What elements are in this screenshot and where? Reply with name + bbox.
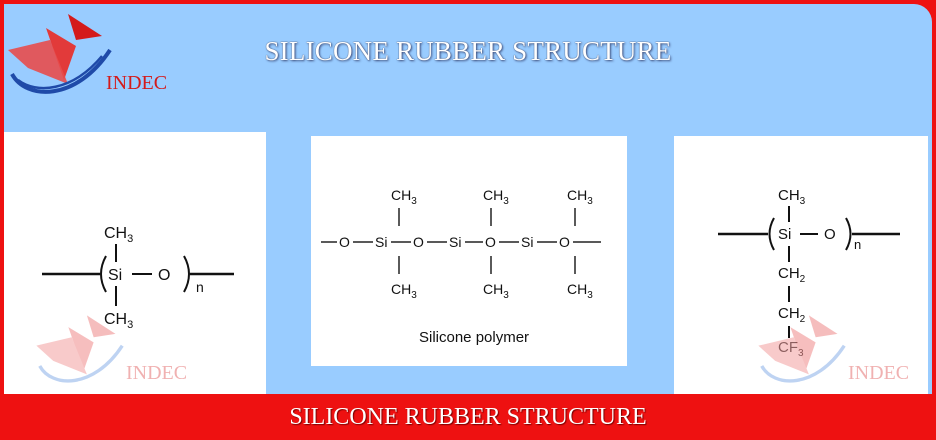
si-atom-1: Si: [375, 234, 387, 250]
indec-watermark-right: INDEC: [748, 312, 928, 392]
indec-watermark-left: INDEC: [26, 312, 216, 392]
methyl-label-4: CH3: [391, 281, 417, 301]
repeat-n-label: n: [854, 237, 861, 252]
chain-ch2-label-2: CH2: [778, 305, 806, 325]
si-atom-2: Si: [449, 234, 461, 250]
chain-ch2-label-1: CH2: [778, 265, 806, 285]
methyl-label-3: CH3: [567, 187, 593, 207]
o-atom-4: O: [559, 234, 570, 250]
silicone-polymer-structure: CH3 CH3 CH3 O Si O Si O Si O CH3 CH3 CH3…: [321, 187, 601, 346]
repeat-n-label: n: [196, 279, 204, 295]
indec-watermark-text: INDEC: [126, 362, 188, 384]
fluorosilicone-repeat-unit-structure: CH3 Si O n CH2 CH2 CF3: [718, 187, 900, 359]
o-atom-3: O: [485, 234, 496, 250]
indec-emblem-watermark-icon: [758, 315, 846, 383]
top-methyl-groups: CH3 CH3 CH3: [391, 187, 593, 207]
si-atom-label: Si: [108, 267, 122, 284]
top-methyl-label: CH3: [778, 187, 806, 207]
si-atom-3: Si: [521, 234, 533, 250]
o-atom-2: O: [413, 234, 424, 250]
footer-title: SILICONE RUBBER STRUCTURE: [289, 404, 647, 430]
bottom-methyl-groups: CH3 CH3 CH3: [391, 281, 593, 301]
indec-logo-text: INDEC: [106, 72, 168, 94]
page-title: SILICONE RUBBER STRUCTURE: [264, 36, 672, 66]
indec-emblem-watermark-icon: [36, 315, 124, 383]
methyl-label-2: CH3: [483, 187, 509, 207]
indec-watermark-text: INDEC: [848, 362, 910, 384]
indec-logo-top: INDEC: [6, 10, 186, 105]
left-structure-card: CH3 Si O n CH3: [4, 132, 266, 394]
pdms-repeat-unit-structure: CH3 Si O n CH3: [42, 225, 234, 331]
o-atom-label: O: [824, 226, 836, 243]
methyl-label-1: CH3: [391, 187, 417, 207]
methyl-label-5: CH3: [483, 281, 509, 301]
middle-structure-card: CH3 CH3 CH3 O Si O Si O Si O CH3 CH3 CH3…: [311, 136, 627, 366]
o-atom-label: O: [158, 267, 170, 284]
bottom-methyl-label: CH3: [104, 311, 133, 331]
top-methyl-label: CH3: [104, 225, 133, 245]
si-atom-label: Si: [778, 226, 791, 243]
o-atom-1: O: [339, 234, 350, 250]
structure-caption: Silicone polymer: [419, 329, 529, 346]
indec-emblem-icon: [8, 14, 112, 94]
methyl-label-6: CH3: [567, 281, 593, 301]
